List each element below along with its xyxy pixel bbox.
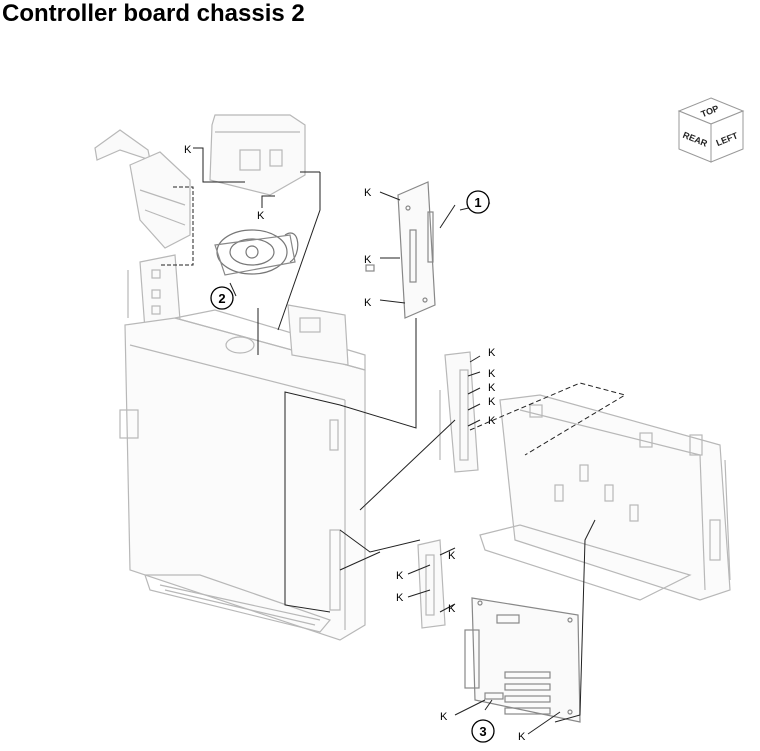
fastener-label: K	[448, 550, 456, 562]
fastener-label: K	[488, 396, 496, 408]
callout-number: 3	[479, 724, 486, 739]
callout-number: 1	[474, 195, 481, 210]
callout-2: 2	[210, 286, 234, 310]
fastener-label: K	[440, 711, 448, 723]
left-bracket-part	[94, 129, 191, 249]
fan-duct-part	[209, 114, 306, 196]
fastener-label: K	[518, 731, 526, 743]
right-chassis-part	[479, 394, 731, 601]
fastener-label: K	[488, 347, 496, 359]
fastener-label: K	[488, 382, 496, 394]
part-drawings	[94, 114, 731, 723]
fastener-label: K	[488, 415, 496, 427]
fastener-label: K	[257, 210, 265, 222]
page-title: Controller board chassis 2	[2, 0, 305, 27]
callout-number: 2	[218, 291, 225, 306]
fastener-label: K	[488, 368, 496, 380]
fan-part	[214, 229, 299, 276]
fastener-label: K	[396, 592, 404, 604]
fastener-label: K	[364, 254, 372, 266]
mount-plate-part	[287, 304, 349, 366]
leader-lines	[160, 147, 627, 735]
fastener-label: K	[448, 603, 456, 615]
controller-board-part	[464, 597, 581, 723]
lower-bracket-part	[417, 539, 446, 629]
fastener-labels: K K K K K K K K K K K K K K K K	[184, 144, 526, 743]
fastener-label: K	[364, 297, 372, 309]
callout-3: 3	[471, 719, 495, 743]
fastener-label: K	[184, 144, 192, 156]
vertical-bracket-part	[439, 351, 479, 473]
interface-board-part	[365, 181, 436, 319]
orientation-cube: TOP REAR LEFT	[677, 97, 745, 163]
callout-1: 1	[466, 190, 490, 214]
fastener-label: K	[396, 570, 404, 582]
main-chassis-part	[119, 309, 366, 641]
fastener-label: K	[364, 187, 372, 199]
